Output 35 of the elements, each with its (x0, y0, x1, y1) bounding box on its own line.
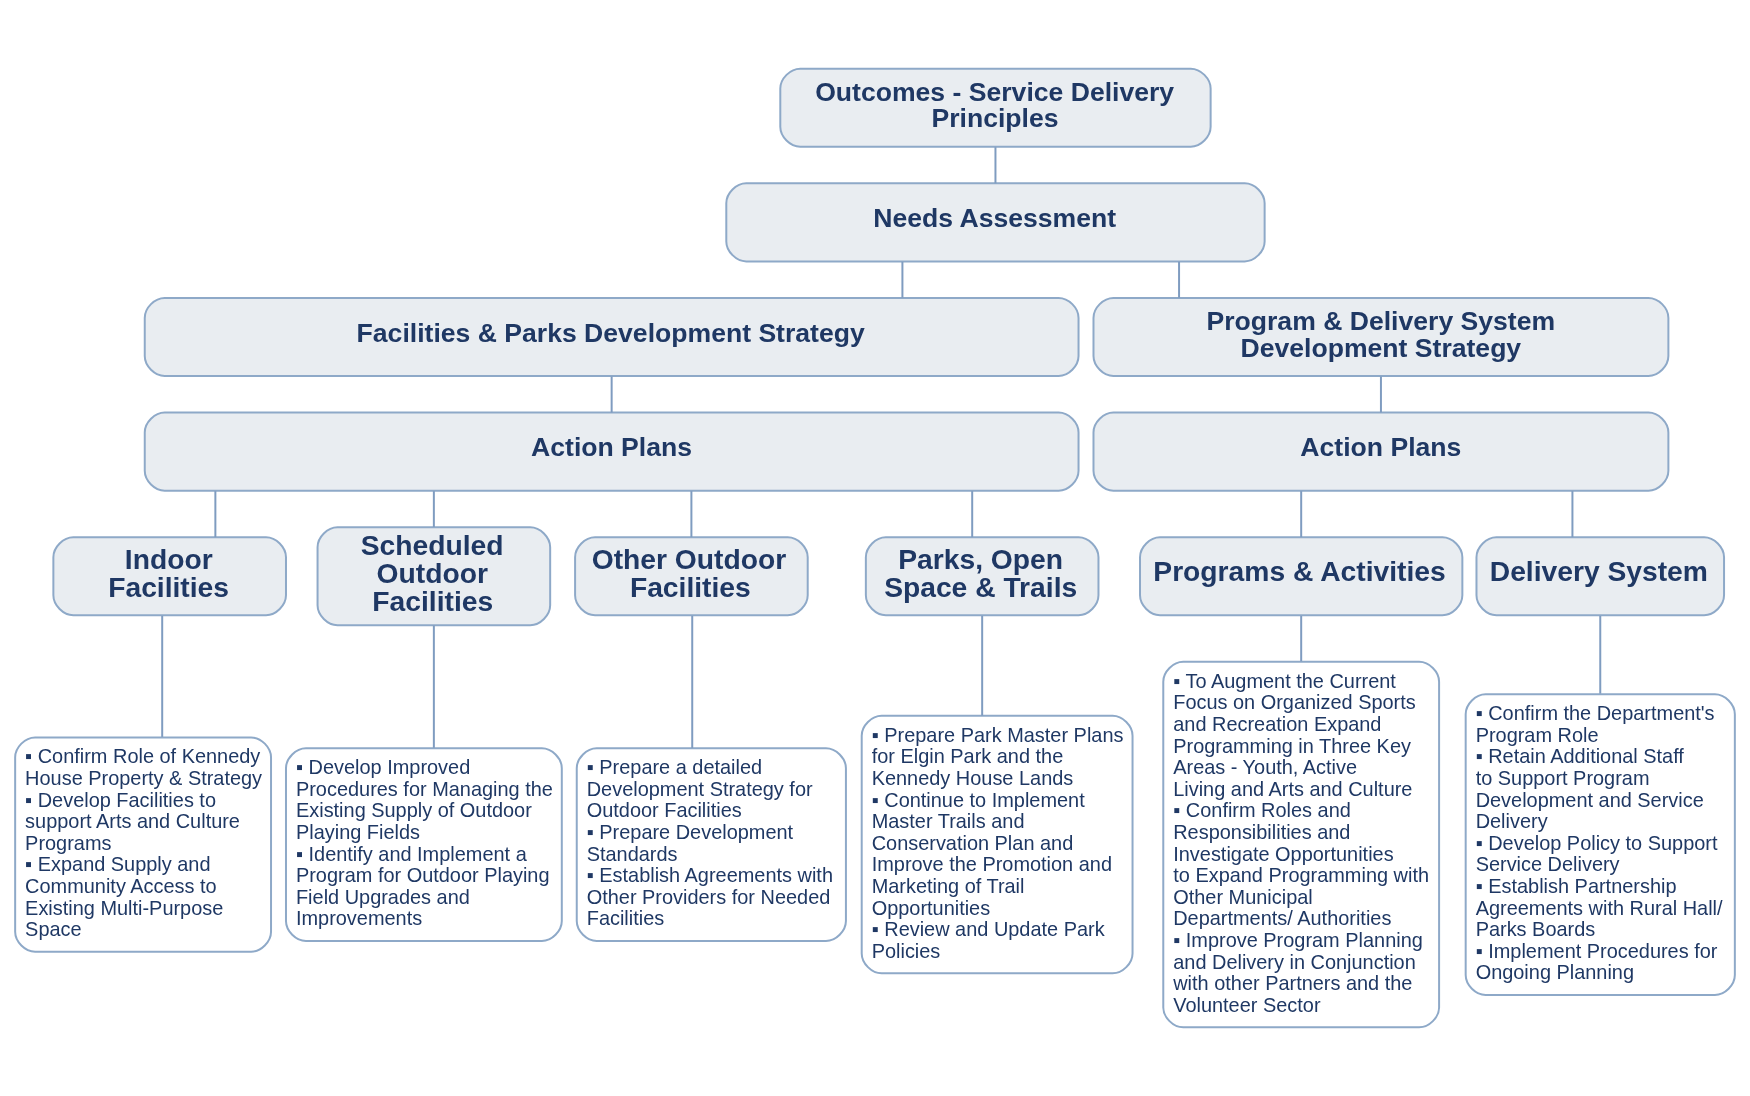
node-box: Delivery System (1475, 536, 1726, 617)
connector (432, 490, 435, 528)
node-box: Indoor Facilities (52, 536, 287, 617)
connector (1300, 614, 1303, 663)
connector (994, 146, 997, 185)
connector (1599, 614, 1602, 695)
node-box: Parks, Open Space & Trails (864, 536, 1100, 617)
node-box: Action Plans (143, 411, 1080, 492)
node-box: ▪ Develop Improved Procedures for Managing the Existing Supply of Outdoor Playing Fields ▪ Identify and Implement a Program for Outdoor Playing Field Upgrades and Improvements (285, 747, 563, 942)
node-box: ▪ Prepare a detailed Development Strategy for Outdoor Facilities ▪ Prepare Development Standards ▪ Establish Agreements with Other Providers for Needed Facilities (575, 747, 847, 942)
connector (690, 490, 693, 539)
connector (214, 490, 217, 539)
node-box: Outcomes - Service Delivery Principles (779, 67, 1212, 148)
node-box: Scheduled Outdoor Facilities (316, 526, 552, 627)
connector (1178, 260, 1181, 299)
connector (432, 624, 435, 749)
connector (1300, 490, 1303, 539)
node-box: Needs Assessment (725, 182, 1266, 263)
node-box: Action Plans (1092, 411, 1670, 492)
connector (981, 614, 984, 717)
node-box: Program & Delivery System Development Strategy (1092, 296, 1670, 378)
node-box: ▪ Prepare Park Master Plans for Elgin Park and the Kennedy House Lands ▪ Continue to Implement Master Trails and Conservation Plan and Improve the Promotion and Marketing of Trail Opportunities ▪ Review and Update Park Policies (860, 714, 1134, 975)
connector (1379, 375, 1382, 414)
node-box: ▪ Confirm the Department's Program Role ▪ Retain Additional Staff to Support Program Development and Service Delivery ▪ Develop Policy to Support Service Delivery ▪ Establish Partnership Agreements with Rural Hall/ Parks Boards ▪ Implement Procedures for Ongoing Planning (1464, 693, 1736, 996)
connector (161, 614, 164, 738)
node-box: Other Outdoor Facilities (574, 536, 809, 617)
connector (691, 614, 694, 749)
node-box: ▪ To Augment the Current Focus on Organized Sports and Recreation Expand Programming in Three Key Areas - Youth, Active Living and Arts and Culture ▪ Confirm Roles and Responsibilities and Investigate Opportunities to Expand Programming with Other Municipal Departments/ Authorities ▪ Improve Program Planning and Delivery in Conjunction with other Partners and the Volunteer Sector (1162, 660, 1441, 1029)
connector (610, 375, 613, 414)
node-box: Facilities & Parks Development Strategy (143, 296, 1080, 378)
connector (1571, 490, 1574, 539)
connector (901, 260, 904, 299)
node-box: ▪ Confirm Role of Kennedy House Property & Strategy ▪ Develop Facilities to support Arts and Culture Programs ▪ Expand Supply and Community Access to Existing Multi-Purpose Space (14, 736, 273, 953)
connector (971, 490, 974, 539)
node-box: Programs & Activities (1139, 536, 1464, 617)
